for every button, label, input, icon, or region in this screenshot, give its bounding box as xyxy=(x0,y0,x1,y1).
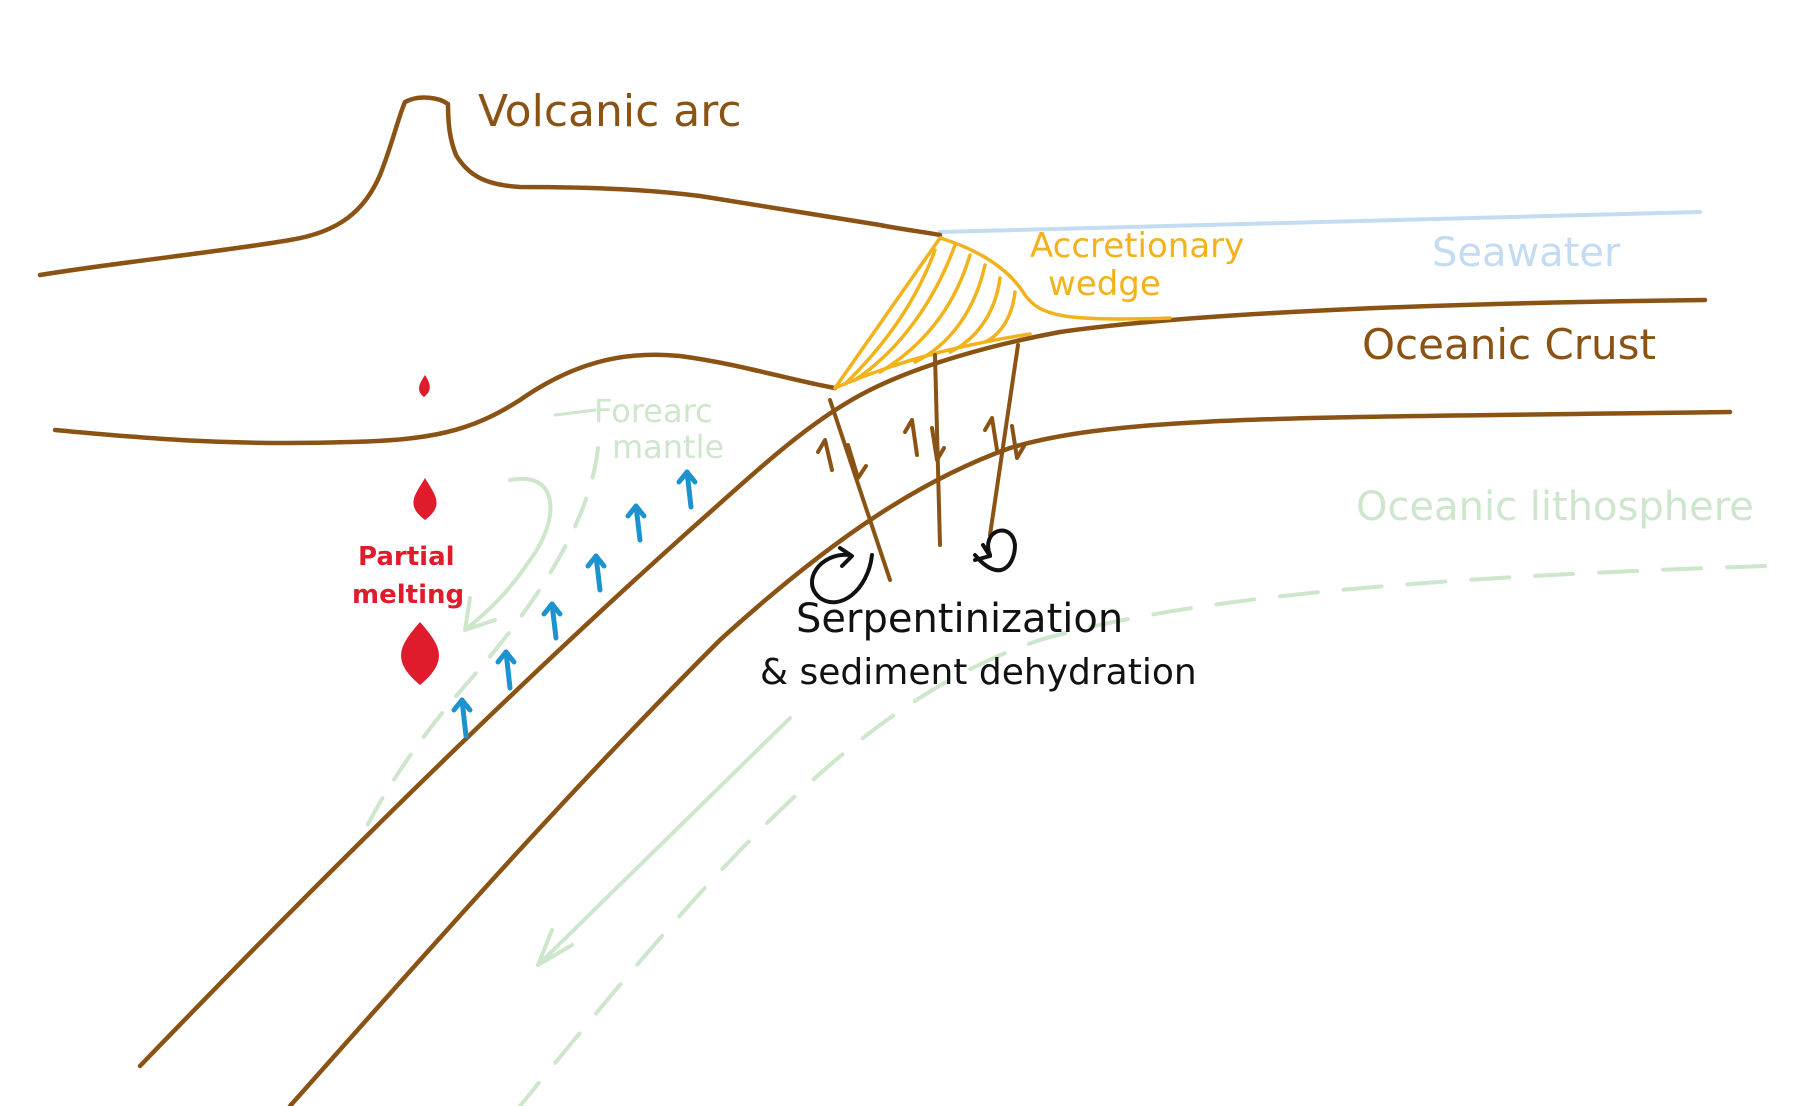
overriding-plate-surface xyxy=(37,95,943,278)
slab-top-surface xyxy=(137,297,1708,1069)
lithosphere-base-dashed-line xyxy=(518,564,1767,1106)
accretionary-wedge-label-line2: wedge xyxy=(1048,264,1161,304)
forearc-flow-arrowhead xyxy=(463,596,497,632)
serpentinization-label-line1: Serpentinization xyxy=(796,596,1124,642)
forearc-label-tick xyxy=(553,408,597,417)
circulation-arrow-right xyxy=(973,528,1017,573)
seawater-label: Seawater xyxy=(1432,230,1621,276)
melt-drop-small xyxy=(419,375,430,397)
melt-droplets xyxy=(401,375,439,685)
seawater-surface-line xyxy=(938,210,1702,234)
fault-lines xyxy=(828,343,1020,582)
oceanic-crust-base xyxy=(287,409,1733,1106)
forearc-mantle-label-line1: Forearc xyxy=(594,392,713,430)
oceanic-crust-label: Oceanic Crust xyxy=(1362,320,1657,369)
circulation-arrow-left xyxy=(809,552,874,605)
fault-arrow-pairs xyxy=(816,416,1026,480)
fault-line-1 xyxy=(828,398,892,582)
mantle-flow-arrow xyxy=(536,716,792,967)
oceanic-lithosphere-label: Oceanic lithosphere xyxy=(1356,484,1754,530)
partial-melting-label-line2: melting xyxy=(352,580,465,610)
volcanic-arc-label: Volcanic arc xyxy=(478,86,742,137)
serpentinization-label-line2: & sediment dehydration xyxy=(760,652,1197,693)
forearc-boundary-dashed xyxy=(363,446,600,832)
forearc-flow-arrow xyxy=(463,476,553,632)
forearc-mantle-label-line2: mantle xyxy=(612,428,725,466)
partial-melting-label-line1: Partial xyxy=(358,542,455,572)
overriding-plate-base xyxy=(52,352,838,446)
melt-drop-medium xyxy=(413,478,437,520)
accretionary-wedge xyxy=(833,236,1172,390)
fluid-release-arrows xyxy=(451,469,698,739)
mantle-flow-arrowhead xyxy=(536,928,574,967)
accretionary-wedge-label-line1: Accretionary xyxy=(1030,226,1245,266)
melt-drop-large xyxy=(401,622,439,685)
fault-line-3 xyxy=(988,343,1020,537)
circulation-arrows xyxy=(809,528,1017,605)
fault-line-2 xyxy=(933,353,942,547)
